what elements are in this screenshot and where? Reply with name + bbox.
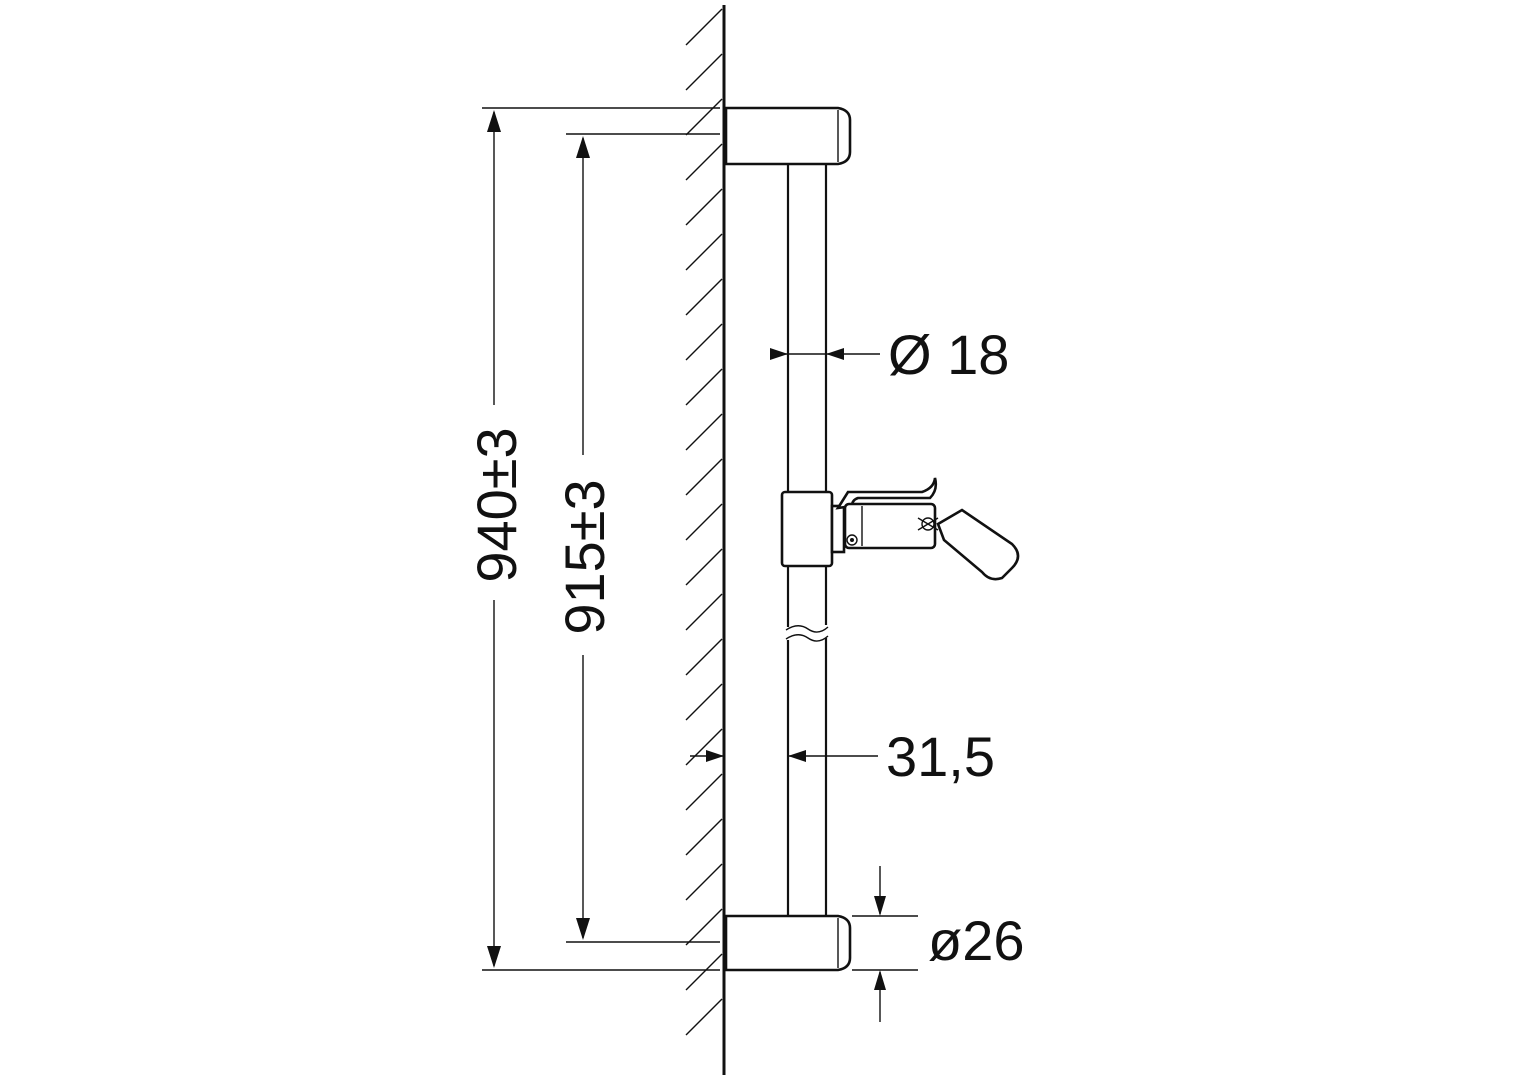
hatch-line <box>685 908 723 946</box>
hatch-line <box>685 863 723 901</box>
slider-collar <box>830 504 846 554</box>
shower-rail <box>785 164 829 916</box>
bottom-wall-bracket <box>724 914 852 972</box>
arrowhead <box>770 348 788 360</box>
dimension-label-bracket-diameter: ø26 <box>928 909 1025 972</box>
rail-break-line-upper <box>785 625 829 633</box>
arrowhead <box>706 750 724 762</box>
hatch-line <box>685 998 723 1036</box>
hatch-line <box>685 188 723 226</box>
hatch-line <box>685 413 723 451</box>
lock-lever <box>835 477 938 510</box>
holder-joint <box>921 517 935 531</box>
hatch-line <box>685 53 723 91</box>
dimension-bracket-diameter: ø26 <box>852 866 1025 1022</box>
dimension-wall-offset: 31,5 <box>690 725 995 788</box>
holder-arm <box>843 502 937 550</box>
dimension-label-wall-offset: 31,5 <box>886 725 995 788</box>
dimension-label-rail-diameter: Ø 18 <box>888 323 1009 386</box>
hatch-line <box>685 98 723 136</box>
arrowhead <box>874 970 886 990</box>
rail-break-line-lower <box>785 634 829 642</box>
dimension-label-overall-length: 940±3 <box>465 427 528 582</box>
hatch-line <box>685 503 723 541</box>
arrowhead <box>826 348 844 360</box>
hatch-line <box>685 953 723 991</box>
wall-hatching <box>685 8 723 1036</box>
hatch-line <box>685 548 723 586</box>
hatch-line <box>685 728 723 766</box>
hatch-line <box>685 818 723 856</box>
hatch-line <box>685 278 723 316</box>
hatch-line <box>685 368 723 406</box>
dimension-label-mount-spacing: 915±3 <box>553 479 616 634</box>
hatch-line <box>685 593 723 631</box>
slider-with-holder <box>780 477 1020 581</box>
dimension-rail-diameter: Ø 18 <box>770 323 1009 386</box>
arrowhead <box>576 918 590 940</box>
dimension-mount-spacing: 915±3 <box>553 133 720 943</box>
pivot-screw <box>846 534 858 546</box>
wall <box>685 5 726 1075</box>
hatch-line <box>685 143 723 181</box>
arrowhead <box>487 946 501 968</box>
hatch-line <box>685 233 723 271</box>
slider-body <box>780 490 834 568</box>
hatch-line <box>685 8 723 46</box>
arrowhead <box>576 136 590 158</box>
shower-head-holder <box>936 508 1020 581</box>
top-wall-bracket <box>724 106 852 166</box>
hatch-line <box>685 638 723 676</box>
arrowhead <box>874 896 886 916</box>
hatch-line <box>685 683 723 721</box>
hatch-line <box>685 323 723 361</box>
arrowhead <box>487 110 501 132</box>
hatch-line <box>685 773 723 811</box>
dimension-overall-length: 940±3 <box>465 107 720 971</box>
arrowhead <box>788 750 806 762</box>
hatch-line <box>685 458 723 496</box>
